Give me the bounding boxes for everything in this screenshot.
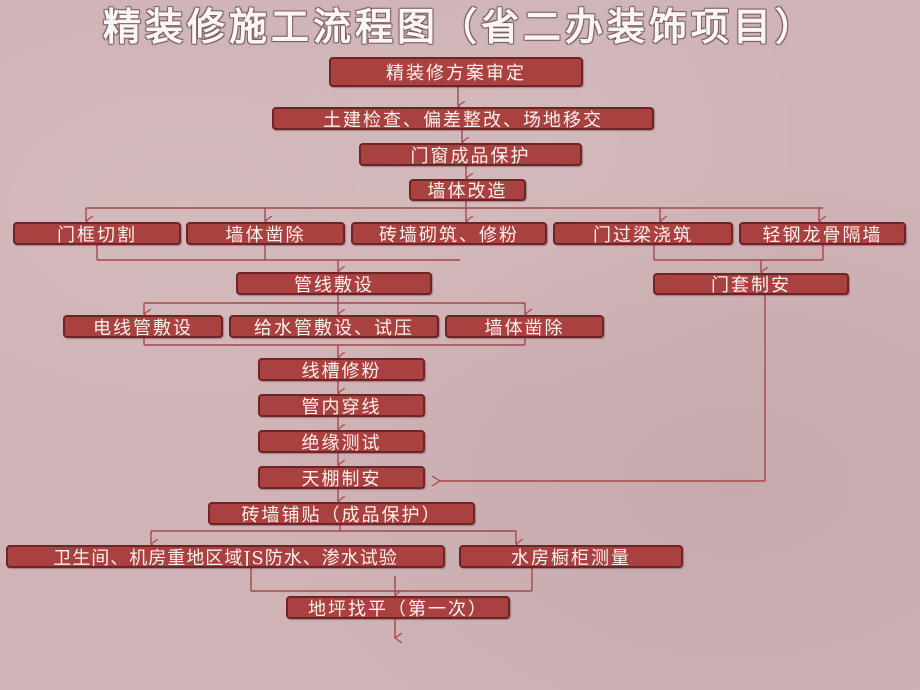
step-window-protect: 门窗成品保护 [359, 143, 582, 166]
step-light-steel: 轻钢龙骨隔墙 [739, 222, 906, 245]
step-wire-thread: 管内穿线 [258, 394, 425, 417]
step-ceiling: 天棚制安 [258, 466, 425, 489]
step-civil-check: 土建检查、偏差整改、场地移交 [272, 107, 654, 130]
step-pipeline: 管线敷设 [236, 272, 432, 295]
step-brick-wall: 砖墙砌筑、修粉 [351, 222, 547, 245]
step-conduit: 电线管敷设 [63, 315, 223, 338]
step-waterproof: 卫生间、机房重地区域JS防水、渗水试验 [6, 545, 445, 568]
step-water-pipe: 给水管敷设、试压 [229, 315, 439, 338]
step-wall-chisel: 墙体凿除 [186, 222, 345, 245]
step-tiling: 砖墙铺贴（成品保护） [208, 502, 475, 525]
step-groove-patch: 线槽修粉 [258, 358, 425, 381]
step-plan-review: 精装修方案审定 [329, 57, 583, 87]
step-wall-modify: 墙体改造 [409, 179, 526, 201]
step-insulation-test: 绝缘测试 [258, 430, 425, 453]
step-wall-chisel-2: 墙体凿除 [445, 315, 604, 338]
step-door-lintel: 门过梁浇筑 [553, 222, 733, 245]
step-door-casing: 门套制安 [653, 273, 849, 295]
step-cabinet-measure: 水房橱柜测量 [459, 545, 683, 568]
step-door-frame-cut: 门框切割 [13, 222, 181, 245]
page-title: 精装修施工流程图（省二办装饰项目） [102, 5, 817, 49]
step-floor-level: 地坪找平（第一次） [286, 596, 510, 619]
